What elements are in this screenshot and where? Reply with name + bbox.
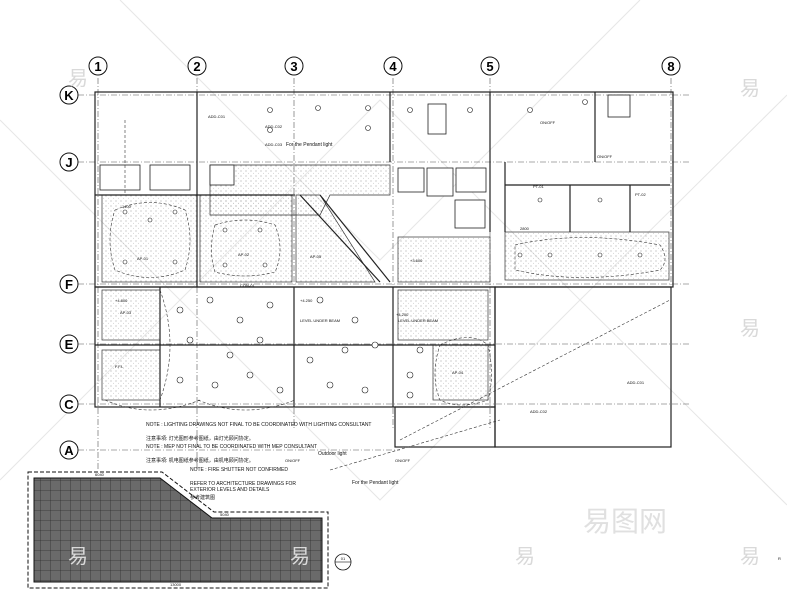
on-off-1: ON/OFF: [540, 120, 556, 125]
con-01-label: CON-01: [240, 283, 255, 288]
on-off-2: ON/OFF: [597, 154, 613, 159]
row-labels: K J F E C A: [64, 88, 74, 458]
plan-tags: ADD-C01 ADD-C02 ADD-C03 For the Pendant …: [115, 114, 781, 561]
grid-row-K: K: [64, 88, 74, 103]
tag-add-c01b: ADD-C01: [627, 380, 645, 385]
grid-row-J: J: [65, 155, 72, 170]
fixtures: [99, 94, 631, 229]
tag-add-c01: ADD-C01: [208, 114, 226, 119]
section-number: 01: [341, 556, 346, 561]
tag-ap03: AP-03: [120, 310, 132, 315]
grid-col-2: 2: [193, 59, 200, 74]
note-mep-en: NOTE : MEP NOT FINAL TO BE COORDINATED W…: [146, 444, 318, 450]
note-refer-en: REFER TO ARCHITECTURE DRAWINGS FOR EXTER…: [190, 481, 297, 493]
dim-label-1400: 1400: [122, 204, 132, 209]
watermark-brand: 易图网: [583, 505, 668, 538]
tag-ap02: AP-02: [238, 252, 250, 257]
note-refer-cn: 参考建筑图: [190, 495, 216, 501]
watermark-1: 易: [68, 66, 88, 90]
grid-row-C: C: [64, 397, 74, 412]
note-lighting-en: NOTE : LIGHTING DRAWINGS NOT FINAL TO BE…: [146, 422, 372, 428]
light-points: [122, 99, 643, 399]
tag-ap01: AP-01: [137, 256, 149, 261]
pendant-label-1: For the Pendant light: [286, 142, 333, 148]
grid-col-8: 8: [667, 59, 674, 74]
elev-2: +4.250: [300, 298, 313, 303]
dimension-labels: 6040 5040 13000 2800 1400: [95, 204, 530, 587]
tag-ap05: AP-05: [310, 254, 322, 259]
corner-mark: R: [778, 556, 781, 561]
watermark-5: 易: [290, 544, 310, 568]
column-labels: 1 2 3 4 5 8: [94, 59, 674, 74]
elev-1: +4.800: [115, 298, 128, 303]
grid-col-1: 1: [94, 59, 101, 74]
watermark-6: 易: [515, 544, 535, 568]
dim-label-top: 6040: [95, 472, 105, 477]
on-off-3: ON/OFF: [285, 458, 301, 463]
section-marker: 01: [334, 553, 352, 571]
watermark-7: 易: [740, 544, 760, 568]
tag-add-c02: ADD-C02: [265, 124, 283, 129]
on-off-4: ON/OFF: [395, 458, 411, 463]
note-fire-shutter: NOTE : FIRE SHUTTER NOT CONFIRMED: [190, 467, 288, 473]
elev-3: +4.200: [396, 312, 409, 317]
tag-add-c02b: ADD-C02: [530, 409, 548, 414]
watermark-2: 易: [740, 76, 760, 100]
grid-row-E: E: [65, 337, 74, 352]
tile-area: [27, 471, 329, 589]
watermark-4: 易: [68, 544, 88, 568]
grid-col-3: 3: [290, 59, 297, 74]
wiring: [104, 120, 671, 471]
grid-col-4: 4: [389, 59, 397, 74]
dim-label-mid: 5040: [220, 512, 230, 517]
tag-pt02: PT-02: [635, 192, 646, 197]
note-mep-cn: 注意事項: 机电图纸参考图纸，由机电顾问协定。: [146, 458, 254, 464]
hatched-areas: [101, 164, 670, 401]
elev-4: +3.600: [410, 258, 423, 263]
outdoor-label: Outdoor light: [318, 451, 347, 457]
row-markers: [59, 85, 79, 460]
grid-row-A: A: [64, 443, 74, 458]
walls: [94, 91, 674, 448]
pendant-label-2: For the Pendant light: [352, 480, 399, 486]
ffl-label: F.F.L: [115, 364, 124, 369]
level-beam-2: LEVEL UNDER BEAM: [398, 318, 438, 323]
dim-label-bottom: 13000: [170, 582, 182, 587]
watermark-3: 易: [740, 316, 760, 340]
column-markers: [88, 56, 681, 76]
grid-row-F: F: [65, 277, 73, 292]
grid-col-5: 5: [486, 59, 493, 74]
tag-ap04: AP-04: [452, 370, 464, 375]
note-lighting-cn: 注意事項: 灯光图形参考图纸，由灯光顾问协定。: [146, 436, 254, 442]
dim-label-2800: 2800: [520, 226, 530, 231]
level-beam-1: LEVEL UNDER BEAM: [300, 318, 340, 323]
tag-pt01: PT-01: [533, 184, 544, 189]
tag-add-c03: ADD-C03: [265, 142, 283, 147]
